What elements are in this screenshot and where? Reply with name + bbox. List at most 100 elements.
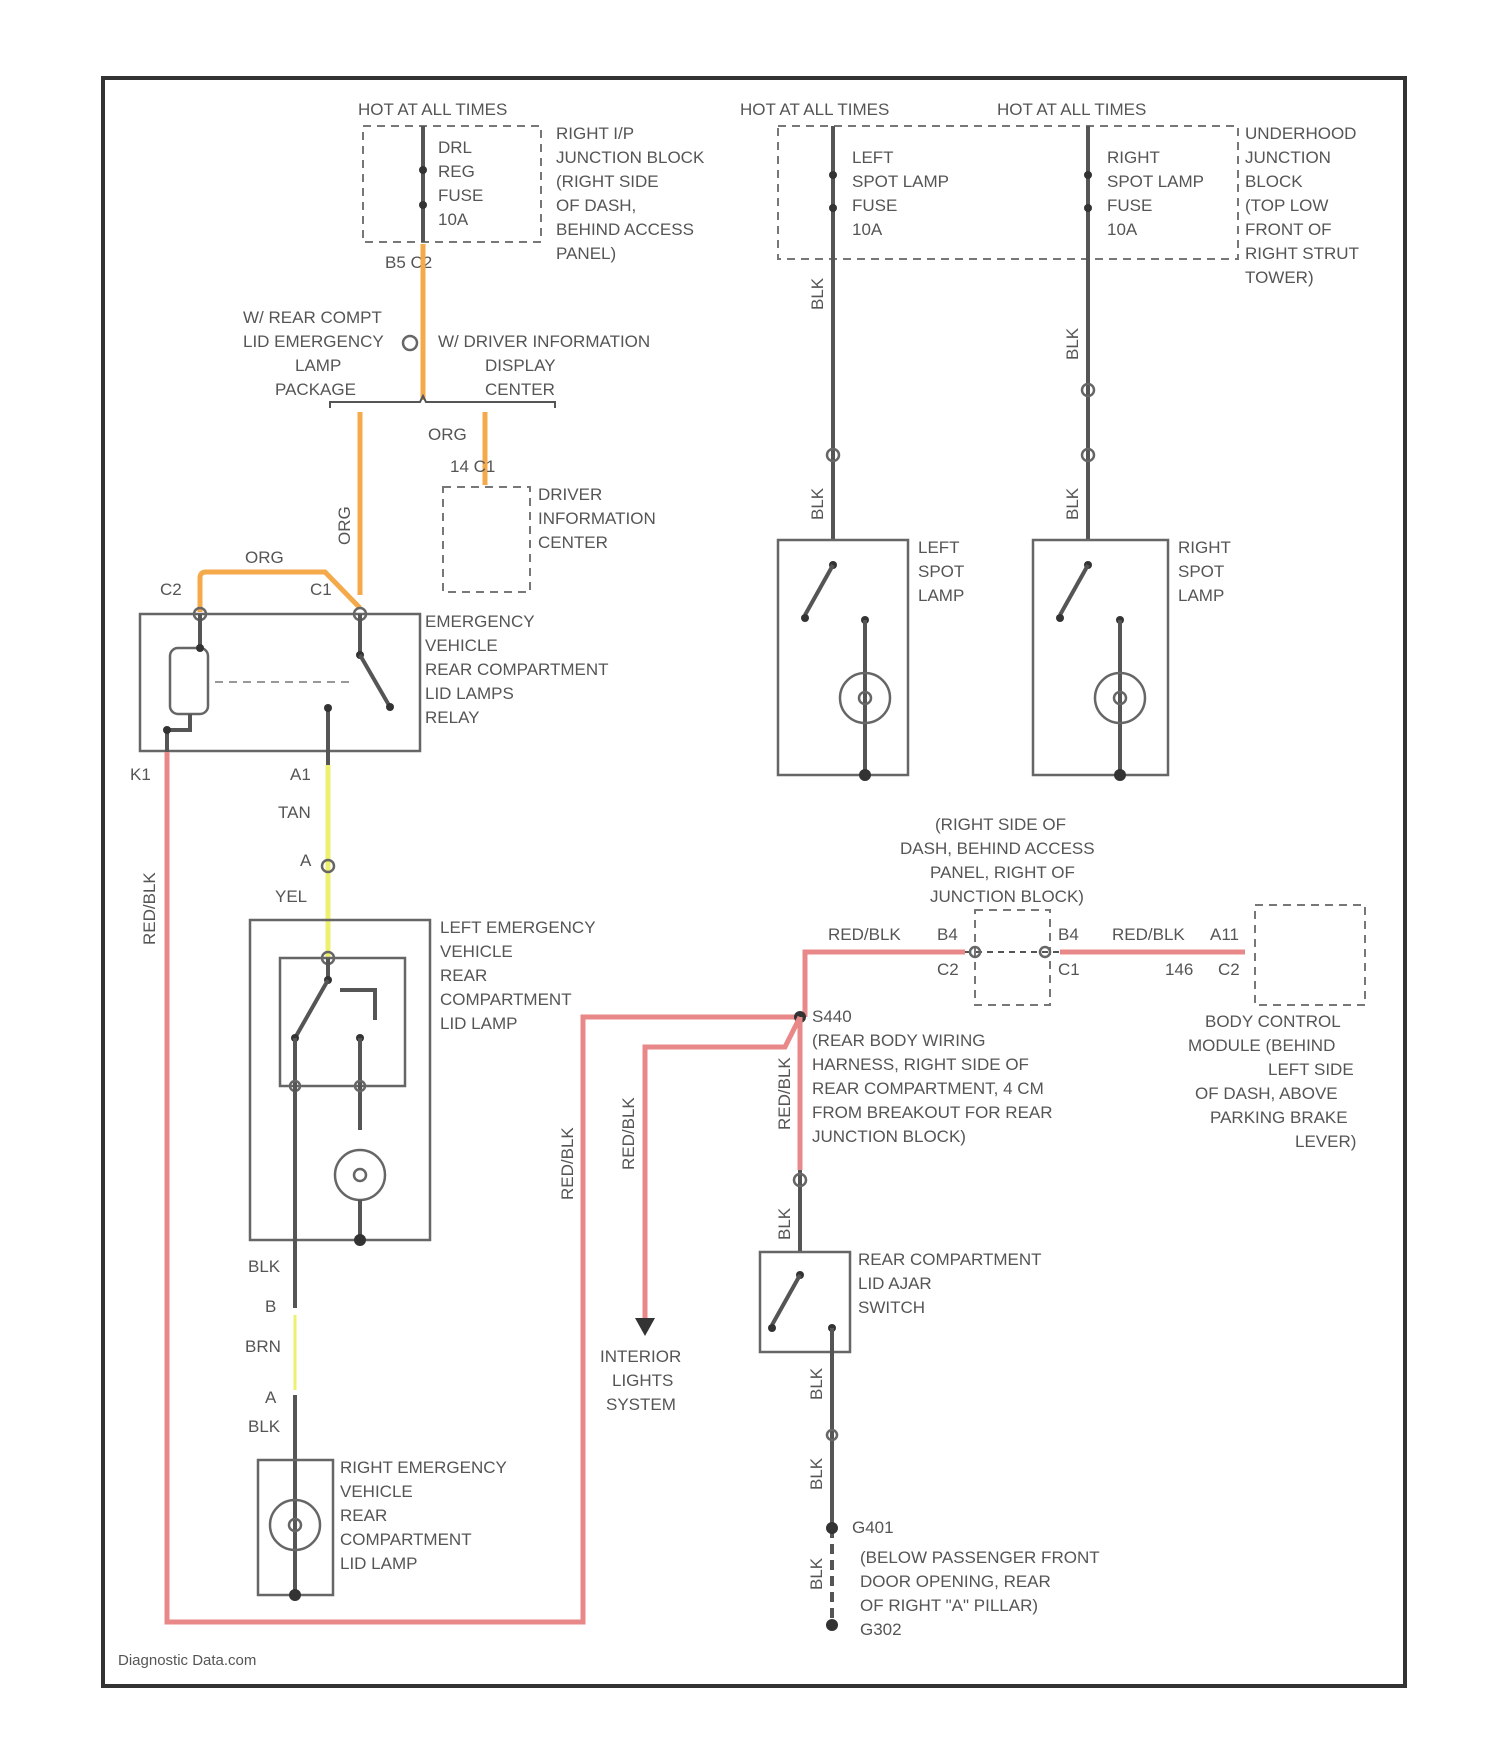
svg-text:INFORMATION: INFORMATION: [538, 509, 656, 528]
svg-text:FROM BREAKOUT FOR REAR: FROM BREAKOUT FOR REAR: [812, 1103, 1053, 1122]
fuse-terminal: [1084, 204, 1092, 212]
underhood-junction-block-label: UNDERHOOD JUNCTION BLOCK (TOP LOW FRONT …: [1245, 124, 1359, 287]
svg-text:LEFT EMERGENCY: LEFT EMERGENCY: [440, 918, 596, 937]
wire-color-label: BLK: [807, 1457, 826, 1490]
relay-coil: [170, 648, 208, 714]
svg-text:REAR: REAR: [440, 966, 487, 985]
wire-color-label: BLK: [807, 1557, 826, 1590]
connector-label: C2: [1218, 960, 1240, 979]
svg-text:LEFT: LEFT: [918, 538, 960, 557]
svg-text:VEHICLE: VEHICLE: [440, 942, 513, 961]
svg-text:(RIGHT SIDE: (RIGHT SIDE: [556, 172, 659, 191]
svg-text:RELAY: RELAY: [425, 708, 480, 727]
svg-text:UNDERHOOD: UNDERHOOD: [1245, 124, 1356, 143]
svg-text:LIGHTS: LIGHTS: [612, 1371, 673, 1390]
svg-text:(REAR BODY WIRING: (REAR BODY WIRING: [812, 1031, 985, 1050]
lamp-switch-arm: [295, 980, 328, 1038]
svg-text:TOWER): TOWER): [1245, 268, 1314, 287]
inline-connector-block: [975, 910, 1050, 1005]
spot-switch-arm: [805, 565, 833, 615]
svg-text:PARKING BRAKE: PARKING BRAKE: [1210, 1108, 1348, 1127]
ground-label: G401: [852, 1518, 894, 1537]
svg-text:INTERIOR: INTERIOR: [600, 1347, 681, 1366]
switch-terminal: [768, 1324, 776, 1332]
lamp-ground: [1114, 769, 1126, 781]
ground-g401: [826, 1522, 838, 1534]
pin-label: A: [265, 1388, 277, 1407]
svg-text:PACKAGE: PACKAGE: [275, 380, 356, 399]
lamp-ground: [354, 1234, 366, 1246]
driver-information-center-label: DRIVER INFORMATION CENTER: [538, 485, 656, 552]
relay-terminal: [196, 644, 204, 652]
wire-color-label: BLK: [1063, 327, 1082, 360]
wire-color-label: ORG: [245, 548, 284, 567]
svg-text:DRL: DRL: [438, 138, 472, 157]
red-blk-wire: [167, 752, 800, 1622]
wire-color-label: ORG: [335, 506, 354, 545]
svg-text:REAR COMPARTMENT, 4 CM: REAR COMPARTMENT, 4 CM: [812, 1079, 1044, 1098]
spot-switch-arm: [1060, 565, 1088, 615]
connector-label: A11: [1210, 925, 1239, 944]
svg-text:OF DASH,: OF DASH,: [556, 196, 636, 215]
svg-text:10A: 10A: [852, 220, 883, 239]
svg-text:(RIGHT SIDE OF: (RIGHT SIDE OF: [935, 815, 1066, 834]
relay-label: EMERGENCY VEHICLE REAR COMPARTMENT LID L…: [425, 612, 609, 727]
hot-at-all-times-label: HOT AT ALL TIMES: [358, 100, 507, 119]
svg-text:OF DASH, ABOVE: OF DASH, ABOVE: [1195, 1084, 1338, 1103]
wire-color-label: BLK: [807, 1367, 826, 1400]
svg-text:SPOT: SPOT: [1178, 562, 1224, 581]
ground-point: [826, 1619, 838, 1631]
svg-text:DASH, BEHIND ACCESS: DASH, BEHIND ACCESS: [900, 839, 1095, 858]
fuse-terminal: [829, 171, 837, 179]
svg-text:LID LAMP: LID LAMP: [340, 1554, 417, 1573]
svg-text:RIGHT STRUT: RIGHT STRUT: [1245, 244, 1359, 263]
svg-text:DISPLAY: DISPLAY: [485, 356, 556, 375]
wire-color-label: RED/BLK: [619, 1097, 638, 1170]
relay-terminal: [386, 703, 394, 711]
connector-label: 146: [1165, 960, 1193, 979]
wire-color-label: RED/BLK: [1112, 925, 1185, 944]
drl-fuse-terminal: [419, 201, 427, 209]
relay-switch-arm: [360, 655, 390, 707]
svg-text:W/ DRIVER INFORMATION: W/ DRIVER INFORMATION: [438, 332, 650, 351]
svg-text:PANEL, RIGHT OF: PANEL, RIGHT OF: [930, 863, 1075, 882]
svg-text:RIGHT EMERGENCY: RIGHT EMERGENCY: [340, 1458, 507, 1477]
svg-text:HARNESS, RIGHT SIDE OF: HARNESS, RIGHT SIDE OF: [812, 1055, 1029, 1074]
wire-color-label: BLK: [1063, 487, 1082, 520]
wire-color-label: RED/BLK: [140, 872, 159, 945]
right-spot-lamp-label: RIGHT SPOT LAMP: [1178, 538, 1231, 605]
svg-text:EMERGENCY: EMERGENCY: [425, 612, 535, 631]
svg-text:DRIVER: DRIVER: [538, 485, 602, 504]
svg-text:SPOT: SPOT: [918, 562, 964, 581]
svg-text:DOOR OPENING, REAR: DOOR OPENING, REAR: [860, 1572, 1051, 1591]
svg-text:VEHICLE: VEHICLE: [425, 636, 498, 655]
wire-color-label: BLK: [808, 487, 827, 520]
right-lid-lamp-label: RIGHT EMERGENCY VEHICLE REAR COMPARTMENT…: [340, 1458, 507, 1573]
watermark: Diagnostic Data.com: [118, 1652, 256, 1669]
wire-color-label: RED/BLK: [775, 1057, 794, 1130]
lamp-bulb: [335, 1150, 385, 1200]
interior-lights-arrow: [635, 1318, 655, 1336]
wire-color-label: TAN: [278, 803, 311, 822]
svg-text:LID LAMP: LID LAMP: [440, 1014, 517, 1033]
ground-code: G302: [860, 1620, 902, 1639]
svg-text:(TOP LOW: (TOP LOW: [1245, 196, 1328, 215]
right-side-dash-label: (RIGHT SIDE OF DASH, BEHIND ACCESS PANEL…: [900, 815, 1095, 906]
wire-color-label: BRN: [245, 1337, 281, 1356]
svg-text:COMPARTMENT: COMPARTMENT: [340, 1530, 472, 1549]
svg-text:BEHIND ACCESS: BEHIND ACCESS: [556, 220, 694, 239]
relay-terminal: [324, 704, 332, 712]
rear-compartment-lid-ajar-switch: [760, 1252, 850, 1352]
drl-fuse-terminal: [419, 166, 427, 174]
right-spot-fuse-label: RIGHT SPOT LAMP FUSE 10A: [1107, 148, 1204, 239]
left-spot-lamp: [778, 540, 908, 775]
wire-color-label: BLK: [248, 1257, 281, 1276]
pin-label: A1: [290, 765, 311, 784]
lamp-terminal: [801, 614, 809, 622]
svg-text:OF RIGHT "A" PILLAR): OF RIGHT "A" PILLAR): [860, 1596, 1038, 1615]
pin-label: 14 C1: [450, 457, 495, 476]
lamp-ground: [859, 769, 871, 781]
right-spot-lamp: [1033, 540, 1168, 775]
svg-text:RIGHT: RIGHT: [1107, 148, 1160, 167]
svg-text:SPOT LAMP: SPOT LAMP: [852, 172, 949, 191]
